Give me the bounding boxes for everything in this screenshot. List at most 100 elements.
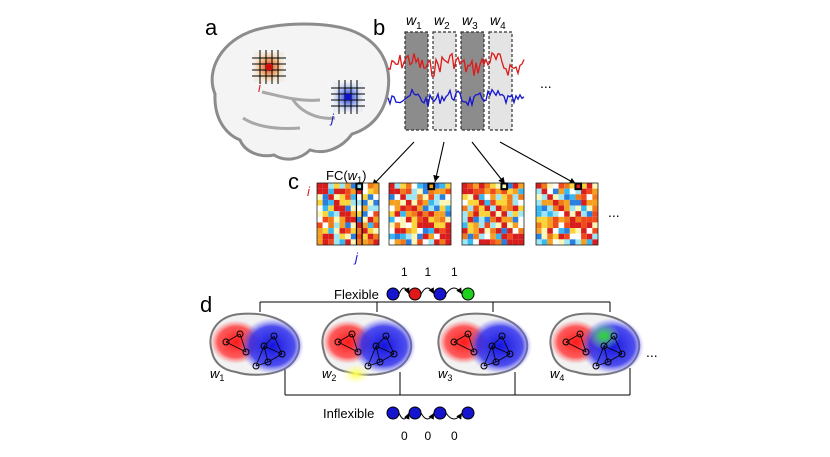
fc-cell: [411, 205, 418, 212]
fc-cell: [501, 183, 508, 189]
fc-cell: [478, 183, 485, 189]
fc-cell: [417, 222, 423, 229]
fc-cell: [339, 211, 346, 217]
fc-cell: [592, 205, 598, 212]
fc-cell: [558, 239, 565, 245]
panel-label-d: d: [200, 292, 212, 317]
fc-cell: [356, 194, 363, 200]
fc-cell: [389, 233, 395, 240]
fc-cell: [490, 228, 496, 234]
fc-cell: [356, 199, 363, 206]
fc-cell: [495, 228, 502, 234]
fc-cell: [586, 205, 593, 212]
fc-cell: [428, 233, 435, 240]
fc-cell: [512, 228, 519, 234]
fc-cell: [547, 205, 553, 212]
fc-cell: [445, 239, 451, 245]
fc-cell: [558, 199, 565, 206]
fc-cell: [547, 199, 553, 206]
fc-cell: [405, 239, 412, 245]
fc-highlight-cell: [574, 182, 583, 191]
fc-cell: [512, 199, 519, 206]
fc-cell: [501, 216, 508, 223]
fc-cell: [581, 194, 587, 200]
fc-cell: [564, 239, 570, 245]
transition-arrow: [398, 287, 410, 295]
fc-cell: [345, 194, 351, 200]
window-label-2: w: [434, 12, 445, 28]
fc-cell: [478, 199, 485, 206]
module-node: [461, 406, 475, 420]
fc-cell: [373, 216, 379, 223]
fc-cell: [507, 199, 513, 206]
brain-window-label: w1: [210, 366, 224, 383]
fc-cell: [490, 188, 496, 195]
fc-cell: [564, 216, 570, 223]
fc-cell: [473, 233, 479, 240]
fc-cell: [536, 188, 542, 195]
fc-cell: [345, 183, 351, 189]
fc-cell: [339, 205, 346, 212]
transition-value: 0: [425, 429, 432, 443]
fc-cell: [445, 183, 451, 189]
fc-cell: [507, 211, 513, 217]
fc-cell: [362, 183, 368, 189]
fc-cell: [417, 188, 423, 195]
svg-text:w3: w3: [462, 12, 478, 32]
fc-cell: [507, 183, 513, 189]
fc-cell: [328, 188, 334, 195]
fc-cell: [328, 211, 334, 217]
fc-cell: [575, 228, 582, 234]
fc-cell: [575, 188, 582, 195]
fc-cell: [536, 199, 542, 206]
fc-cell: [362, 233, 368, 240]
fc-cell: [581, 211, 587, 217]
fc-cell: [495, 211, 502, 217]
fc-cell: [569, 199, 576, 206]
fc-cell: [333, 211, 340, 217]
fc-cell: [484, 205, 491, 212]
fc-cell: [434, 194, 440, 200]
fc-cell: [333, 183, 340, 189]
fc-cell: [586, 216, 593, 223]
fc-cell: [322, 239, 329, 245]
fc-cell: [495, 188, 502, 195]
fc-cell: [484, 183, 491, 189]
fc-matrix-border: [461, 182, 525, 246]
fc-cell: [439, 211, 446, 217]
fc-cell: [428, 199, 435, 206]
fc-cell: [478, 239, 485, 245]
fc-cell: [547, 233, 553, 240]
fc-cell: [428, 183, 435, 189]
fc-cell: [462, 199, 468, 206]
fc-cell: [558, 211, 565, 217]
fc-cell: [473, 183, 479, 189]
fc-cell: [389, 183, 395, 189]
fc-cell: [411, 194, 418, 200]
module-node: [408, 406, 422, 420]
fc-cell: [322, 194, 329, 200]
fc-cell: [367, 205, 374, 212]
fc-cell: [512, 216, 519, 223]
fc-cell: [367, 222, 374, 229]
fc-cell: [434, 211, 440, 217]
fc-cell: [434, 239, 440, 245]
fc-cell: [564, 233, 570, 240]
fc-cell: [467, 183, 474, 189]
fc-cell: [586, 211, 593, 217]
fc-cell: [586, 228, 593, 234]
fc-matrix-3: [461, 182, 525, 246]
fc-cell: [373, 199, 379, 206]
fc-cell: [389, 216, 395, 223]
fc-cell: [495, 194, 502, 200]
fc-cell: [507, 222, 513, 229]
fc-cell: [362, 239, 368, 245]
transition-arrow: [398, 412, 410, 420]
fc-cell: [405, 194, 412, 200]
fc-cell: [339, 188, 346, 195]
fc-cell: [445, 194, 451, 200]
fc-cell: [394, 222, 401, 229]
fc-cell: [322, 228, 329, 234]
window-sub-2: 2: [444, 21, 450, 32]
fc-cell: [490, 205, 496, 212]
